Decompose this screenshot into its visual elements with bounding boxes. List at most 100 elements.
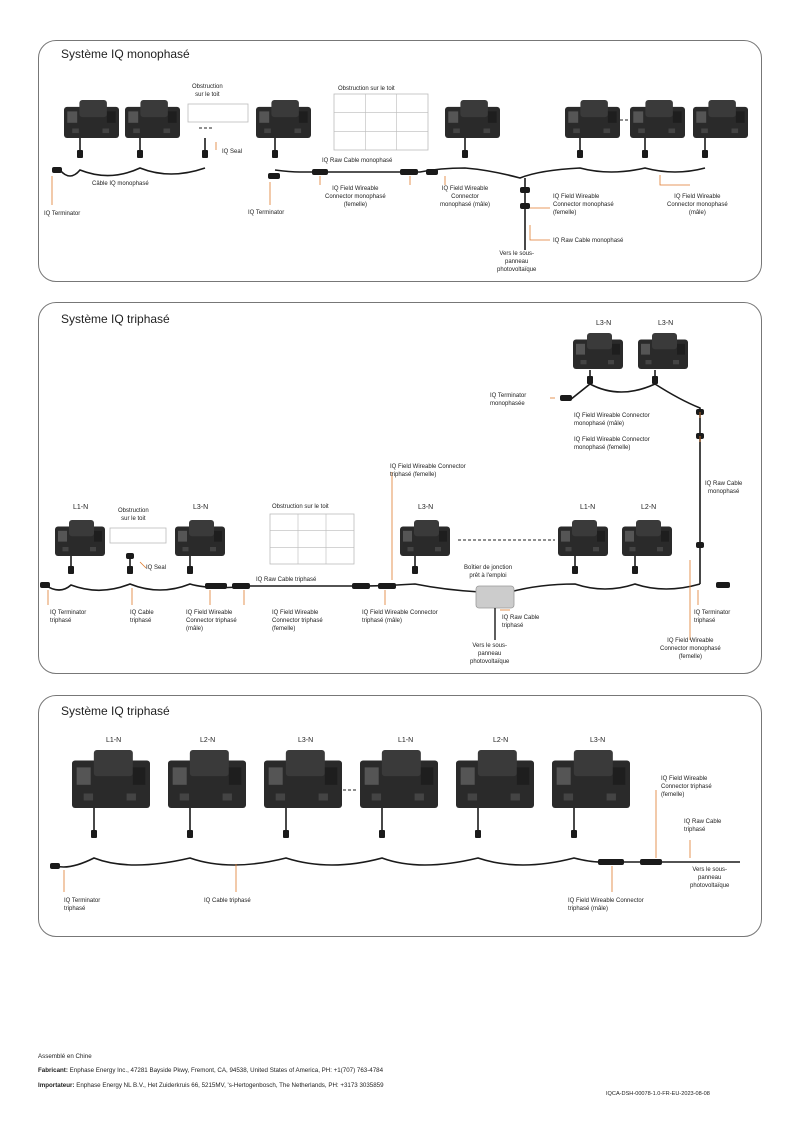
connector-icon (232, 583, 250, 589)
connector-icon (640, 859, 662, 865)
fwc-male-label: IQ Field Wireable Connector monophasé (m… (440, 186, 491, 209)
raw-cable-label: IQ Raw Cable triphasé (684, 819, 722, 834)
manufacturer-line: Fabricant: Enphase Energy Inc., 47281 Ba… (38, 1067, 383, 1074)
fwc-tri-female-label: IQ Field Wireable Connector triphasé (fe… (390, 464, 466, 479)
fwc-tri-female-label: IQ Field Wireable Connector triphasé (fe… (661, 776, 712, 799)
trunk-cable (44, 583, 701, 593)
leader-line (659, 175, 690, 186)
connector-icon (272, 150, 278, 158)
manufacturer-text: Enphase Energy Inc., 47281 Bayside Pkwy,… (69, 1067, 384, 1074)
connector-icon (187, 830, 193, 838)
trunk-cable (569, 383, 701, 584)
microinverter-icon (558, 520, 608, 556)
trunk-cable (59, 167, 706, 179)
fwc-mono-female-label: IQ Field Wireable Connector monophasé (f… (574, 437, 650, 452)
cable-label: Câble IQ monophasé (92, 181, 149, 187)
panel-three-phase: Système IQ triphasé (38, 695, 762, 937)
terminator-label: IQ Terminator triphasé (694, 610, 731, 625)
iq-cable-label: IQ Cable triphasé (130, 610, 154, 625)
connector-icon (426, 169, 438, 175)
connector-icon (205, 583, 227, 589)
connector-icon (50, 863, 60, 869)
connector-icon (40, 582, 50, 588)
phase-label: L3-N (590, 737, 606, 744)
obstruction-big-label: Obstruction sur le toit (338, 86, 395, 92)
importer-label: Importateur: (38, 1082, 75, 1089)
fwc-mono-female-label: IQ Field Wireable Connector monophasé (f… (660, 638, 721, 661)
connector-icon (77, 150, 83, 158)
connector-icon (137, 150, 143, 158)
phase-label: L3-N (418, 504, 434, 511)
iq-seal-label: IQ Seal (222, 149, 243, 155)
connector-icon (268, 173, 280, 179)
panel-single-phase: Système IQ monophasé (38, 40, 762, 282)
microinverter-icon (125, 100, 180, 138)
subpanel-label: Vers le sous- panneau photovoltaïque (690, 867, 730, 890)
connector-icon (560, 395, 572, 401)
iq-cable-label: IQ Cable triphasé (204, 898, 251, 904)
phase-label: L1-N (106, 737, 122, 744)
phase-label: L2-N (641, 504, 657, 511)
connector-icon (52, 167, 62, 173)
connector-icon (127, 566, 133, 574)
roof-obstruction (333, 93, 429, 151)
leader-line (529, 225, 550, 241)
junction-box-label: Boîtier de jonction prêt à l'emploi (464, 565, 513, 580)
terminator-label: IQ Terminator triphasé (50, 610, 87, 625)
connector-icon (571, 830, 577, 838)
connector-icon (462, 150, 468, 158)
connector-icon (587, 376, 593, 384)
connector-icon (520, 203, 530, 209)
iq-seal-label: IQ Seal (146, 565, 167, 571)
microinverter-icon (360, 750, 438, 808)
fwc-mono-male-label: IQ Field Wireable Connector monophasé (m… (574, 413, 650, 428)
microinverter-icon (175, 520, 225, 556)
microinverter-icon (552, 750, 630, 808)
phase-label: L2-N (200, 737, 216, 744)
terminator-label: IQ Terminator triphasé (64, 898, 101, 913)
phase-label: L1-N (580, 504, 596, 511)
obstruction-label: Obstruction sur le toit (118, 508, 149, 523)
terminator-label: IQ Terminator (248, 210, 285, 216)
connector-icon (716, 582, 730, 588)
obstruction-big-label: Obstruction sur le toit (272, 504, 329, 510)
connector-icon (702, 150, 708, 158)
microinverter-icon (573, 333, 623, 369)
microinverter-icon (456, 750, 534, 808)
fwc-tri-male-label: IQ Field Wireable Connector triphasé (mâ… (362, 610, 438, 625)
panel-title: Système IQ monophasé (61, 47, 190, 61)
roof-obstruction (187, 103, 249, 123)
raw-cable-label: IQ Raw Cable monophasé (705, 481, 743, 496)
fwc-female-label: IQ Field Wireable Connector monophasé (f… (325, 186, 386, 209)
subpanel-label: Vers le sous- panneau photovoltaïque (497, 251, 537, 274)
roof-obstruction (269, 513, 355, 565)
connector-icon (378, 583, 396, 589)
phase-label: L3-N (298, 737, 314, 744)
microinverter-icon (565, 100, 620, 138)
importer-text: Enphase Energy NL B.V., Het Zuiderkruis … (76, 1082, 384, 1089)
microinverter-icon (264, 750, 342, 808)
subpanel-label: Vers le sous- panneau photovoltaïque (470, 643, 510, 666)
fwc-tri-male-label: IQ Field Wireable Connector triphasé (mâ… (186, 610, 237, 633)
importer-line: Importateur: Enphase Energy NL B.V., Het… (38, 1082, 384, 1089)
fwc-tri-male-label: IQ Field Wireable Connector triphasé (mâ… (568, 898, 644, 913)
connector-icon (412, 566, 418, 574)
microinverter-icon (256, 100, 311, 138)
connector-icon (91, 830, 97, 838)
microinverter-icon (72, 750, 150, 808)
microinverter-icon (693, 100, 748, 138)
terminator-label: IQ Terminator (44, 211, 81, 217)
fwc-male-label: IQ Field Wireable Connector monophasé (m… (667, 194, 728, 217)
connector-icon (475, 830, 481, 838)
document-code: IQCA-DSH-00078-1.0-FR-EU-2023-08-08 (606, 1091, 710, 1097)
connector-icon (352, 583, 370, 589)
panel-title: Système IQ triphasé (61, 312, 170, 326)
microinverter-icon (622, 520, 672, 556)
connector-icon (577, 150, 583, 158)
connector-icon (68, 566, 74, 574)
connector-icon (283, 830, 289, 838)
phase-label: L3-N (193, 504, 209, 511)
connector-icon (642, 150, 648, 158)
microinverter-icon (638, 333, 688, 369)
